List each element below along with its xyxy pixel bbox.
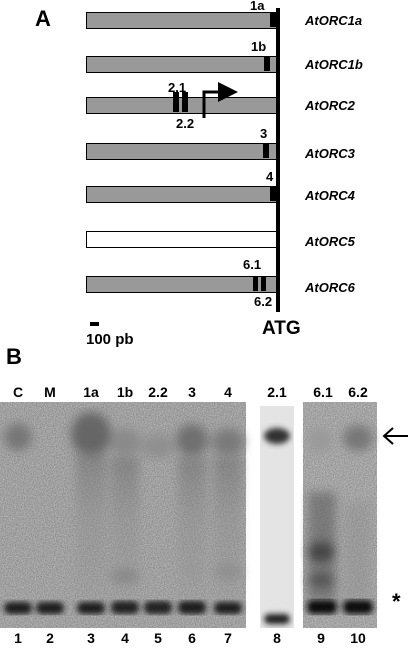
site-label-3: 3 <box>260 126 268 141</box>
site-6-1-box <box>253 277 258 291</box>
gene-bar-atorc1a <box>86 12 277 29</box>
site-2-1-box <box>173 92 179 112</box>
gene-bar-atorc2 <box>86 92 277 114</box>
gene-label-atorc1a: AtORC1a <box>305 13 363 28</box>
gel-main <box>0 402 246 628</box>
scale-bar <box>90 322 99 326</box>
transcription-start-arrow-icon <box>202 82 238 118</box>
lane-header-3: 3 <box>188 384 196 400</box>
lane-header-2-2: 2.2 <box>148 384 168 400</box>
site-label-4: 4 <box>266 169 274 184</box>
gene-label-atorc6: AtORC6 <box>305 280 355 295</box>
free-probe-asterisk: * <box>392 589 401 614</box>
lane-header-m: M <box>44 384 56 400</box>
lane-number-5: 5 <box>154 630 162 646</box>
gene-bar-atorc6 <box>86 276 277 293</box>
gel-lanes-9-10 <box>303 402 377 628</box>
gene-label-atorc3: AtORC3 <box>305 146 355 161</box>
lane-header-6-2: 6.2 <box>348 384 368 400</box>
site-3-box <box>263 144 269 158</box>
gene-bar-atorc5 <box>86 231 277 248</box>
site-1a-box <box>270 13 276 27</box>
lane-header-4: 4 <box>224 384 232 400</box>
lane-number-9: 9 <box>317 630 325 646</box>
lane-number-8: 8 <box>273 630 281 646</box>
panel-a-letter: A <box>35 6 51 31</box>
gene-bar-atorc3 <box>86 143 277 160</box>
lane-number-2: 2 <box>46 630 54 646</box>
site-label-2-1: 2.1 <box>168 80 187 95</box>
lane-header-2-1: 2.1 <box>267 384 287 400</box>
atg-label: ATG <box>262 318 301 339</box>
gene-bar-atorc4 <box>86 186 277 203</box>
site-label-1a: 1a <box>250 0 265 13</box>
lane-header-c: C <box>12 384 24 400</box>
site-2-2-box <box>182 92 188 112</box>
site-label-1b: 1b <box>251 39 267 54</box>
gel-images <box>0 402 408 628</box>
arrow-left-icon <box>382 427 408 445</box>
panel-b-letter: B <box>6 344 22 369</box>
site-6-2-box <box>261 277 266 291</box>
lane-header-1a: 1a <box>83 384 99 400</box>
lane-number-3: 3 <box>87 630 95 646</box>
lane-number-10: 10 <box>350 630 366 646</box>
gene-label-atorc1b: AtORC1b <box>305 57 363 72</box>
lane-number-6: 6 <box>188 630 196 646</box>
lane-number-1: 1 <box>14 630 22 646</box>
lane-header-6-1: 6.1 <box>313 384 333 400</box>
atg-line <box>276 8 280 312</box>
gene-label-atorc2: AtORC2 <box>305 98 355 113</box>
site-label-6-2: 6.2 <box>254 294 273 309</box>
lane-number-4: 4 <box>121 630 129 646</box>
lane-number-7: 7 <box>224 630 232 646</box>
site-1b-box <box>264 57 270 71</box>
gene-label-atorc4: AtORC4 <box>305 188 355 203</box>
site-label-2-2: 2.2 <box>176 116 195 131</box>
gene-label-atorc5: AtORC5 <box>305 234 355 249</box>
lane-header-1b: 1b <box>116 384 134 400</box>
scale-label: 100 pb <box>86 331 134 348</box>
gene-bar-atorc1b <box>86 56 277 73</box>
site-label-6-1: 6.1 <box>243 257 262 272</box>
gel-lane-8 <box>260 406 294 628</box>
site-4-box <box>270 187 276 201</box>
